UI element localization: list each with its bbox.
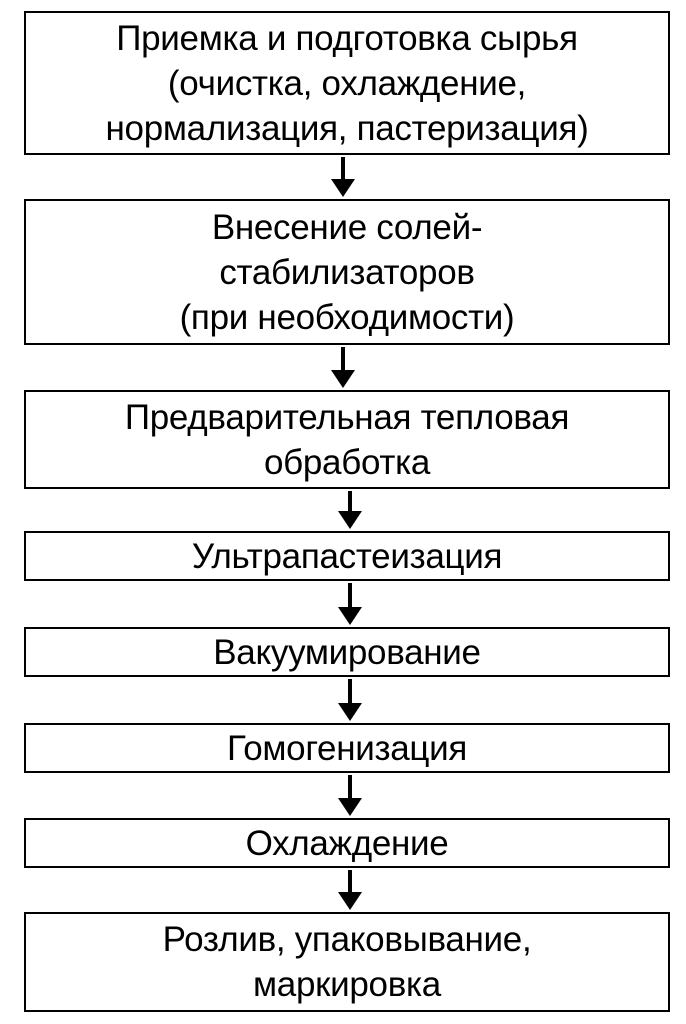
step-box-vacuuming: Вакуумирование [24, 627, 670, 677]
step-box-reception: Приемка и подготовка сырья (очистка, охл… [24, 11, 670, 155]
flow-arrow-down-icon [338, 775, 362, 816]
step-label: Предварительная тепловая обработка [124, 397, 570, 482]
step-box-cooling: Охлаждение [24, 818, 670, 868]
step-box-preliminary-heat-treatment: Предварительная тепловая обработка [24, 390, 670, 489]
flow-arrow-down-icon [331, 157, 355, 197]
flow-arrow-down-icon [338, 679, 362, 721]
step-label: Вакуумирование [213, 632, 481, 672]
flow-arrow-down-icon [338, 583, 362, 625]
step-label: Ультрапастеизация [191, 536, 503, 576]
step-label: Приемка и подготовка сырья (очистка, охл… [105, 18, 589, 148]
step-label: Внесение солей- стабилизаторов (при необ… [179, 207, 515, 337]
flow-arrow-down-icon [338, 491, 362, 529]
flow-arrow-down-icon [338, 870, 362, 910]
step-label: Охлаждение [245, 823, 449, 863]
step-box-ultrapasteurization: Ультрапастеизация [24, 531, 670, 581]
step-box-stabilizer-salts: Внесение солей- стабилизаторов (при необ… [24, 199, 670, 345]
flow-arrow-down-icon [331, 347, 355, 388]
step-box-bottling-packaging-labeling: Розлив, упаковывание, маркировка [24, 912, 670, 1012]
step-label: Розлив, упаковывание, маркировка [162, 920, 532, 1004]
step-label: Гомогенизация [226, 728, 468, 768]
step-box-homogenization: Гомогенизация [24, 723, 670, 773]
